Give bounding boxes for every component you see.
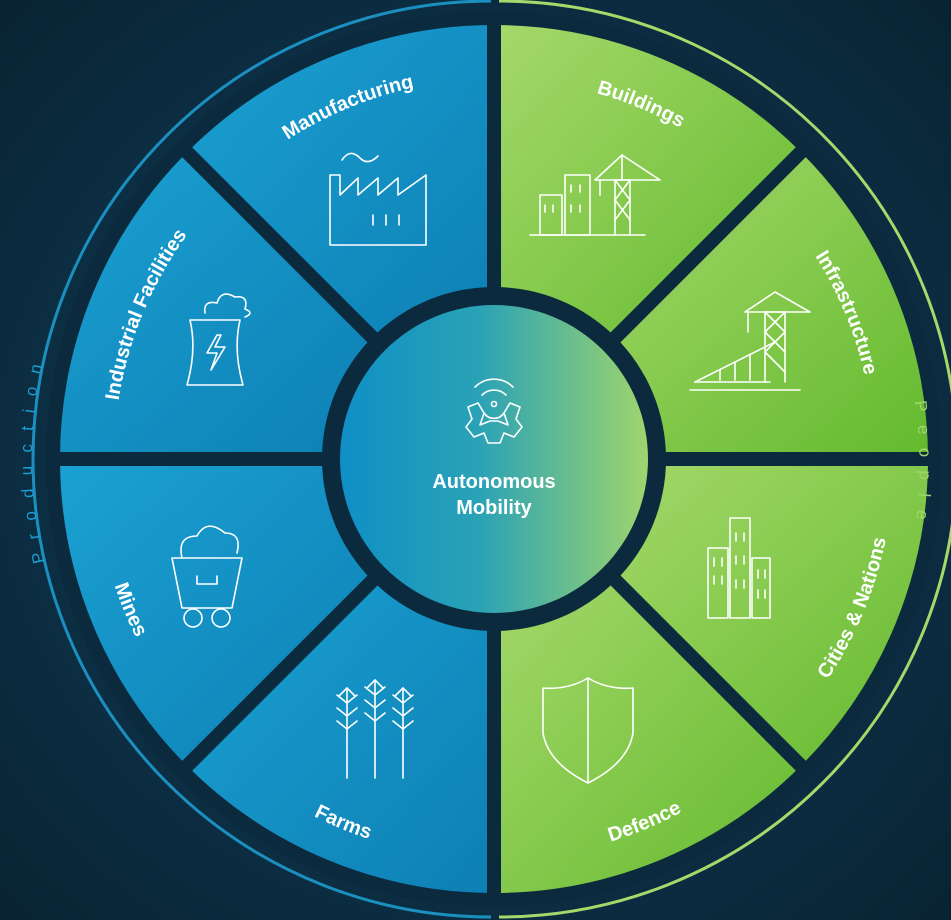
people-ring-arc <box>498 0 951 919</box>
bridge-crane-icon <box>689 291 811 391</box>
side-label-people: People <box>911 399 935 533</box>
side-label-production: Production <box>17 350 49 566</box>
power-plant-icon <box>186 293 251 386</box>
crane-buildings-icon <box>529 154 661 236</box>
wheat-icon <box>336 679 414 779</box>
center-disc <box>340 305 648 613</box>
center-title-line1: Autonomous <box>432 471 555 493</box>
shield-icon <box>542 677 634 784</box>
factory-icon <box>329 152 427 246</box>
robotic-wheel-signal-icon <box>465 378 523 444</box>
mine-cart-icon <box>171 525 243 628</box>
city-skyline-icon <box>707 517 771 619</box>
production-ring-arc <box>31 0 492 919</box>
center-title-line2: Mobility <box>456 497 532 519</box>
